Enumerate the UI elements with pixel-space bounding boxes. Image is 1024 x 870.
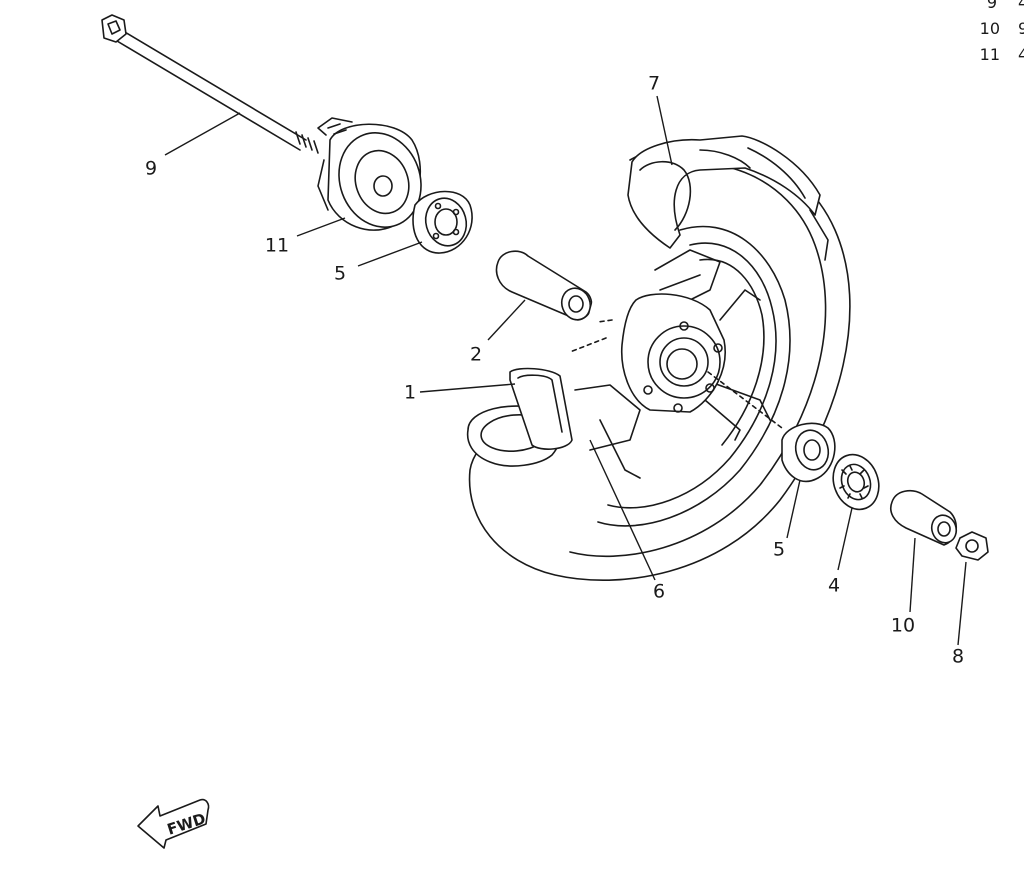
legend-desc-11: 4 (1018, 45, 1024, 64)
speedometer-gear-housing (317, 117, 422, 231)
callout-2: 2 (470, 344, 482, 366)
bearing-left (412, 190, 473, 254)
forward-arrow: FWD (137, 798, 210, 849)
collar-left (495, 250, 593, 321)
callout-5-right: 5 (773, 539, 785, 561)
legend-desc-9: 4 (1018, 0, 1024, 12)
oil-seal (832, 453, 880, 511)
callout-11: 11 (265, 235, 289, 257)
callout-10: 10 (891, 615, 915, 637)
leader-lines (164, 95, 967, 646)
legend-desc-10: 9 (1018, 19, 1024, 38)
callout-4: 4 (828, 575, 840, 597)
callout-1: 1 (404, 382, 416, 404)
callout-7: 7 (648, 73, 660, 95)
callout-8: 8 (952, 646, 964, 668)
collar-right (890, 489, 958, 546)
callout-9: 9 (145, 158, 157, 180)
legend-num-10: 10 (980, 19, 1000, 38)
axle-shaft (101, 14, 319, 154)
callout-6: 6 (653, 581, 665, 603)
legend-num-11: 11 (980, 45, 1000, 64)
callout-5-left: 5 (334, 263, 346, 285)
legend-num-9: 9 (987, 0, 997, 12)
parts-legend: 9 4 10 9 11 4 (980, 0, 1024, 64)
cast-wheel (466, 135, 851, 582)
bearing-right (781, 422, 836, 483)
axle-nut (955, 531, 989, 561)
